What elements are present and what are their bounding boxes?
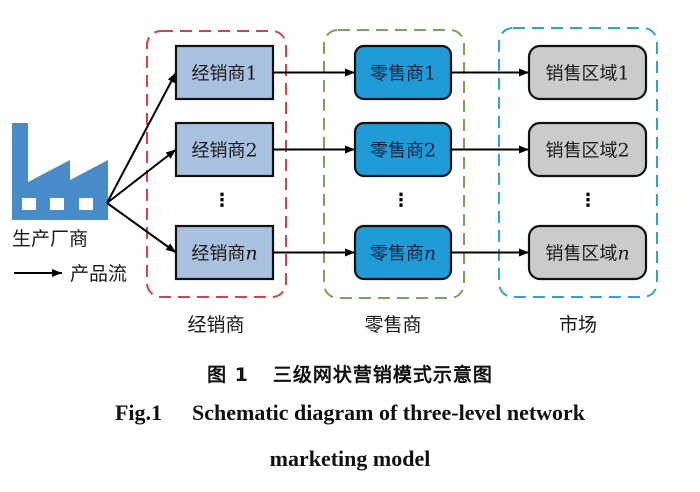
flow-arrow xyxy=(106,72,177,204)
distributor-node-label-text: 经销商 xyxy=(191,64,245,85)
retailer-group-container xyxy=(323,29,465,299)
distributor-node: 经销商n xyxy=(174,224,275,281)
market-node-label: 销售区域2 xyxy=(545,140,629,162)
market-node-label-text: 销售区域 xyxy=(545,244,617,265)
retailer-node-label: 零售商2 xyxy=(370,140,436,162)
distributor-node-label-index: 1 xyxy=(245,63,257,85)
edge-layer xyxy=(106,68,529,257)
distributor-node-label-text: 经销商 xyxy=(191,244,245,265)
distributor-group-label: 经销商 xyxy=(187,314,244,336)
market-node-box xyxy=(527,224,648,281)
market-node-box xyxy=(527,44,648,101)
retailer-node-label: 零售商1 xyxy=(370,63,436,85)
retailer-node-box xyxy=(353,44,453,101)
legend-label: 产品流 xyxy=(70,263,127,285)
distributor-node: 经销商2 xyxy=(174,121,275,178)
caption-cn-title: 三级网状营销模式示意图 xyxy=(272,364,493,386)
three-level-marketing-diagram: 生产厂商 产品流 经销商1经销商2经销商n零售商1零售商2零售商n销售区域1销售… xyxy=(12,27,658,336)
market-node-box xyxy=(527,121,648,178)
market-node-label-index: 2 xyxy=(617,140,629,162)
distributor-ellipsis: ⋮ xyxy=(213,190,231,211)
market-node: 销售区域2 xyxy=(527,121,648,178)
retailer-node: 零售商n xyxy=(353,224,453,281)
retailer-node-box xyxy=(353,121,453,178)
market-group-container xyxy=(498,27,658,298)
legend-product-flow: 产品流 xyxy=(14,263,127,285)
caption-english-line2: marketing model xyxy=(269,446,431,471)
market-node: 销售区域n xyxy=(527,224,648,281)
market-node-label: 销售区域1 xyxy=(545,63,629,85)
market-node-label-index: n xyxy=(617,243,629,265)
caption-en-figure-number: Fig.1 xyxy=(114,400,162,425)
market-node-label-text: 销售区域 xyxy=(545,64,617,85)
retailer-ellipsis: ⋮ xyxy=(392,190,410,211)
caption-en-title-line1: Schematic diagram of three-level network xyxy=(192,400,586,425)
factory-icon xyxy=(12,123,108,220)
manufacturer-label: 生产厂商 xyxy=(12,228,88,250)
retailer-node-label: 零售商n xyxy=(370,243,436,265)
distributor-node-label: 经销商n xyxy=(191,243,257,265)
distributor-node: 经销商1 xyxy=(174,44,275,101)
retailer-node-label-index: 1 xyxy=(424,63,436,85)
distributor-node-box xyxy=(174,224,275,281)
caption-chinese: 图 1 三级网状营销模式示意图 xyxy=(0,360,700,387)
distributor-node-box xyxy=(174,121,275,178)
market-node-label-text: 销售区域 xyxy=(545,141,617,162)
flow-arrow xyxy=(106,148,177,204)
distributor-node-label: 经销商1 xyxy=(191,63,257,85)
retailer-node-label-text: 零售商 xyxy=(370,141,424,162)
market-ellipsis: ⋮ xyxy=(579,190,597,211)
distributor-node-label-index: n xyxy=(245,243,257,265)
retailer-node-label-text: 零售商 xyxy=(370,244,424,265)
market-node-label-index: 1 xyxy=(617,63,629,85)
retailer-node: 零售商2 xyxy=(353,121,453,178)
distributor-node-label: 经销商2 xyxy=(191,140,257,162)
retailer-node-label-text: 零售商 xyxy=(370,64,424,85)
market-node-label: 销售区域n xyxy=(545,243,629,265)
flow-arrow xyxy=(106,202,177,254)
distributor-group-container xyxy=(146,30,287,298)
retailer-node-label-index: 2 xyxy=(424,140,436,162)
retailer-node: 零售商1 xyxy=(353,44,453,101)
retailer-node-box xyxy=(353,224,453,281)
distributor-node-label-index: 2 xyxy=(245,140,257,162)
caption-cn-figure-number: 图 1 xyxy=(207,364,249,386)
market-node: 销售区域1 xyxy=(527,44,648,101)
distributor-node-box xyxy=(174,44,275,101)
retailer-group-label: 零售商 xyxy=(364,314,421,336)
caption-english-line1: Fig.1 Schematic diagram of three-level ne… xyxy=(0,400,700,426)
retailer-node-label-index: n xyxy=(424,243,436,265)
distributor-node-label-text: 经销商 xyxy=(191,141,245,162)
market-group-label: 市场 xyxy=(559,314,597,336)
